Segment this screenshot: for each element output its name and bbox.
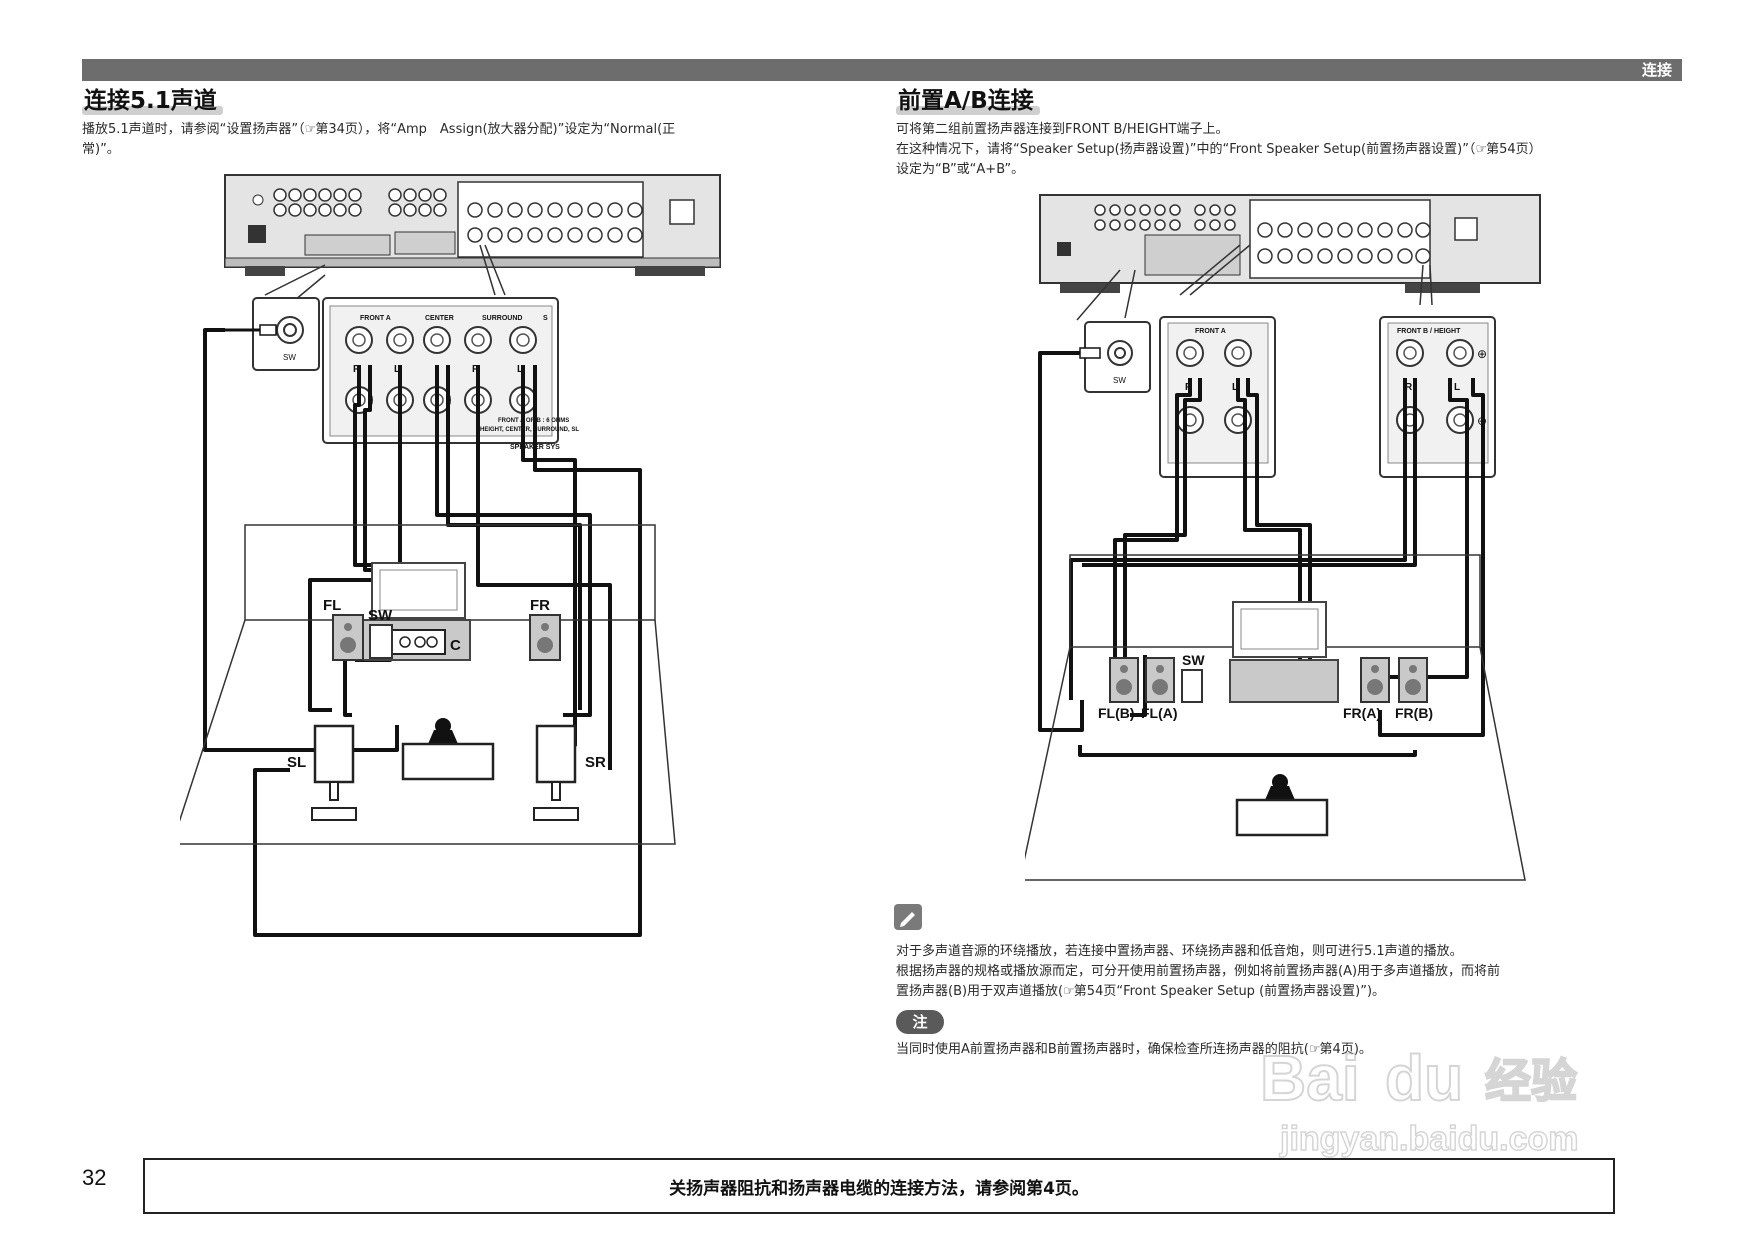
room-label-fr-b: FR(B) <box>1395 705 1433 721</box>
panel-label-r: R <box>1405 382 1413 393</box>
receiver-back-panel <box>1039 194 1541 293</box>
panel-label-surround: SURROUND <box>482 315 522 322</box>
left-text-line1: 播放5.1声道时，请参阅“设置扬声器”（ <box>82 122 305 137</box>
note-text: 对于多声道音源的环绕播放，若连接中置扬声器、环绕扬声器和低音炮，则可进行5.1声… <box>896 942 1696 1002</box>
page-number: 32 <box>82 1165 107 1190</box>
panel-label-l2: L <box>517 364 523 375</box>
panel-label-l: L <box>1454 382 1460 393</box>
header-label: 连接 <box>1641 61 1672 79</box>
panel-label-front-a: FRONT A <box>1195 328 1226 335</box>
room-label-sr: SR <box>585 754 606 771</box>
note-line3b: 第54页“Front Speaker Setup (前置扬声器设置)”)。 <box>1073 984 1386 999</box>
hand-pointer-ref-icon: ☞ <box>1308 1042 1321 1057</box>
right-connection-diagram: SW FRONT A R L FRONT B / HEIGHT R L ⊕ ⊖ <box>1025 194 1541 881</box>
panel-label-s: S <box>543 315 548 322</box>
left-intro-text: 播放5.1声道时，请参阅“设置扬声器”（☞第34页），将“Amp Assign(… <box>82 120 862 160</box>
watermark-url: jingyan.baidu.com <box>1279 1120 1578 1158</box>
panel-label-front-a: FRONT A <box>360 315 391 322</box>
speaker-wires <box>1038 351 1485 757</box>
hand-pointer-ref-icon: ☞ <box>1063 984 1075 999</box>
hand-pointer-ref-icon: ☞ <box>1475 142 1487 157</box>
speaker-terminal-panel: FRONT A CENTER SURROUND S R L R L FRONT … <box>322 297 579 451</box>
pencil-note-icon <box>894 904 922 930</box>
room-label-fl: FL <box>323 597 341 614</box>
note-line1: 对于多声道音源的环绕播放，若连接中置扬声器、环绕扬声器和低音炮，则可进行5.1声… <box>896 944 1463 959</box>
caution-text: 当同时使用A前置扬声器和B前置扬声器时，确保检查所连扬声器的阻抗(☞第4页)。 <box>896 1040 1696 1060</box>
left-text-line1b: 第34页），将“Amp Assign(放大器分配)”设定为“Normal(正 <box>315 122 676 137</box>
room-layout: FL(B) FL(A) SW FR(A) FR(B) <box>1025 554 1526 881</box>
room-label-sw: SW <box>1182 652 1205 668</box>
receiver-back-panel <box>224 174 721 276</box>
right-title-text: 前置A/B连接 <box>898 88 1034 114</box>
room-label-c: C <box>450 637 461 654</box>
left-title-text: 连接5.1声道 <box>84 88 217 114</box>
room-label-fl-a: FL(A) <box>1141 705 1178 721</box>
room-label-sw: SW <box>368 607 393 624</box>
panel-spec2: HEIGHT, CENTER, SURROUND, SL <box>480 427 579 433</box>
subwoofer-terminal-box: SW <box>1079 321 1151 393</box>
room-layout: C FL SW FR SL SR <box>180 524 676 845</box>
panel-label-center: CENTER <box>425 315 454 322</box>
right-section-title: 前置A/B连接 <box>896 86 1040 116</box>
room-label-sl: SL <box>287 754 306 771</box>
sw-terminal-label: SW <box>1113 376 1126 385</box>
subwoofer-terminal-box: SW <box>225 297 320 371</box>
header-bar: 连接 <box>82 59 1682 81</box>
right-text-line1: 可将第二组前置扬声器连接到FRONT B/HEIGHT端子上。 <box>896 122 1229 137</box>
right-text-line2a: 在这种情况下，请将“Speaker Setup(扬声器设置)”中的“Front … <box>896 142 1476 157</box>
left-text-line2: 常)”。 <box>82 142 120 157</box>
sw-terminal-label: SW <box>283 353 296 362</box>
plus-polarity-label: ⊕ <box>1477 347 1487 361</box>
footer-note-box: 关扬声器阻抗和扬声器电缆的连接方法，请参阅第4页。 <box>143 1158 1615 1214</box>
caution-badge: 注 <box>896 1010 944 1034</box>
right-text-line3: 设定为“B”或“A+B”。 <box>896 162 1025 177</box>
note-line2: 根据扬声器的规格或播放源而定，可分开使用前置扬声器，例如将前置扬声器(A)用于多… <box>896 964 1501 979</box>
caution-line1b: 第4页)。 <box>1319 1042 1372 1057</box>
right-text-line2b: 第54页） <box>1486 142 1542 157</box>
room-label-fr: FR <box>530 597 550 614</box>
footer-note-text: 关扬声器阻抗和扬声器电缆的连接方法，请参阅第4页。 <box>669 1178 1089 1199</box>
right-intro-text: 可将第二组前置扬声器连接到FRONT B/HEIGHT端子上。 在这种情况下，请… <box>896 120 1696 180</box>
left-connection-diagram: SW FRONT A CENTER SURROUND S R L R L FRO… <box>180 174 721 937</box>
left-section-title: 连接5.1声道 <box>82 86 223 116</box>
room-label-fr-a: FR(A) <box>1343 705 1381 721</box>
panel-label-l: L <box>1232 382 1238 393</box>
room-label-fl-b: FL(B) <box>1098 705 1135 721</box>
panel-label-front-b: FRONT B / HEIGHT <box>1397 328 1461 335</box>
panel-label-l1: L <box>394 364 400 375</box>
note-line3a: 置扬声器(B)用于双声道播放( <box>896 984 1064 999</box>
hand-pointer-ref-icon: ☞ <box>304 122 317 137</box>
svg-text:经验: 经验 <box>1485 1055 1577 1107</box>
caution-line1a: 当同时使用A前置扬声器和B前置扬声器时，确保检查所连扬声器的阻抗( <box>896 1042 1309 1057</box>
